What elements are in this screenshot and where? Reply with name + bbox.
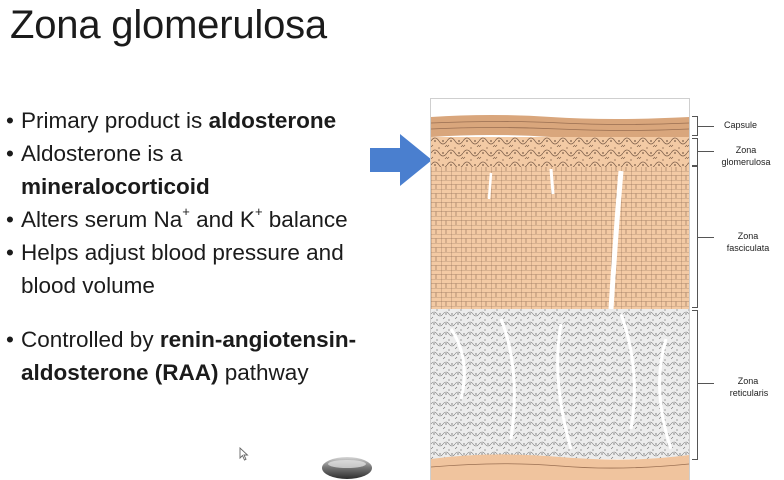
superscript: + <box>255 204 263 219</box>
bullet-item: • Controlled by renin-angiotensin-aldost… <box>6 323 371 389</box>
mouse-cursor-icon <box>239 447 249 461</box>
superscript: + <box>182 204 190 219</box>
bullet-text: and K <box>190 207 255 232</box>
adrenal-cortex-illustration <box>430 98 690 480</box>
slide-title: Zona glomerulosa <box>10 2 327 48</box>
label-zona-fasciculata-1: Zona <box>728 231 768 242</box>
bullet-text: pathway <box>219 360 309 385</box>
label-zona-reticularis-2: reticularis <box>716 388 782 399</box>
label-zona-reticularis-1: Zona <box>728 376 768 387</box>
arrow-right-icon <box>370 134 432 186</box>
reticularis-tick <box>698 383 714 384</box>
bullet-bold-text: mineralocorticoid <box>21 174 210 199</box>
bullet-bold-text: aldosterone <box>209 108 337 133</box>
label-zona-glomerulosa-1: Zona <box>726 145 766 156</box>
bullet-text: Helps adjust blood pressure and blood vo… <box>21 240 344 298</box>
bullet-item: • Primary product is aldosterone <box>6 104 426 137</box>
speaker-icon[interactable] <box>320 456 374 480</box>
label-zona-glomerulosa-2: glomerulosa <box>714 157 778 168</box>
bullet-text: Aldosterone is a <box>21 141 182 166</box>
bullet-dot: • <box>6 104 14 137</box>
bullet-dot: • <box>6 323 14 356</box>
bullet-item: • Alters serum Na+ and K+ balance <box>6 203 426 236</box>
label-zona-fasciculata-2: fasciculata <box>714 243 782 254</box>
bullet-text: balance <box>263 207 348 232</box>
capsule-tick <box>698 126 714 127</box>
bullet-dot: • <box>6 236 14 269</box>
label-capsule: Capsule <box>724 120 757 131</box>
bullet-text: Alters serum Na <box>21 207 182 232</box>
bullet-text: Primary product is <box>21 108 209 133</box>
bullet-item: • Aldosterone is a mineralocorticoid <box>6 137 426 203</box>
fasciculata-tick <box>698 237 714 238</box>
glomerulosa-tick <box>698 151 714 152</box>
bullet-list: • Primary product is aldosterone • Aldos… <box>6 104 426 389</box>
bullet-text: Controlled by <box>21 327 160 352</box>
bullet-dot: • <box>6 137 14 170</box>
reticularis-bracket <box>692 310 698 460</box>
bullet-dot: • <box>6 203 14 236</box>
bullet-item: • Helps adjust blood pressure and blood … <box>6 236 381 302</box>
cortex-layers-drawing <box>431 99 689 480</box>
glomerulosa-bracket <box>692 138 698 166</box>
